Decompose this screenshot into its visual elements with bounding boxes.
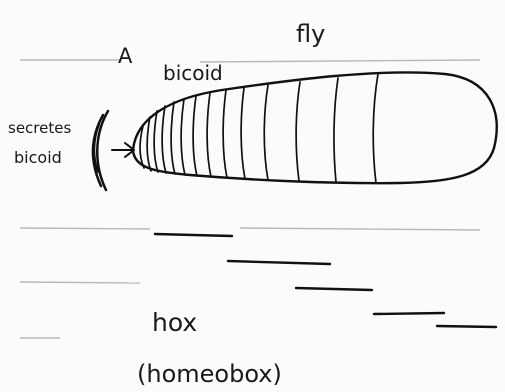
homeobox-label: (homeobox): [137, 360, 282, 388]
source-label-line1: secretes: [8, 119, 71, 137]
embryo-segment: [140, 126, 144, 168]
panel-label: A: [118, 44, 133, 68]
embryo-segment: [147, 117, 151, 171]
hox-expression-bars: [155, 234, 496, 327]
embryo-segment: [171, 102, 175, 174]
embryo-segment: [373, 74, 378, 183]
hox-bar: [437, 326, 496, 327]
hox-bar: [228, 261, 330, 264]
faint-line: [20, 228, 150, 229]
source-cells: [93, 111, 108, 190]
gradient-label: bicoid: [163, 61, 223, 85]
embryo-segment: [162, 106, 166, 173]
embryo-segment: [264, 85, 268, 180]
faint-line: [20, 282, 140, 283]
embryo-segment: [154, 111, 158, 172]
embryo-outline: [133, 72, 497, 183]
embryo-segment: [241, 88, 245, 179]
faint-ruled-lines: [20, 60, 480, 338]
embryo-segments: [140, 74, 378, 183]
embryo-segment: [181, 99, 185, 175]
hox-label: hox: [152, 308, 197, 337]
embryo-segment: [193, 96, 197, 176]
organism-label: fly: [296, 20, 325, 48]
hox-bar: [296, 288, 372, 290]
embryo-segment: [334, 78, 338, 182]
embryo-segment: [207, 93, 211, 177]
embryo-segment: [296, 82, 300, 181]
embryo-segment: [223, 90, 227, 178]
secretion-arrow: [112, 143, 134, 157]
faint-line: [200, 60, 480, 62]
hox-bar: [155, 234, 232, 236]
faint-line: [240, 228, 480, 230]
source-label-line2: bicoid: [14, 148, 62, 167]
hox-bar: [374, 313, 444, 314]
